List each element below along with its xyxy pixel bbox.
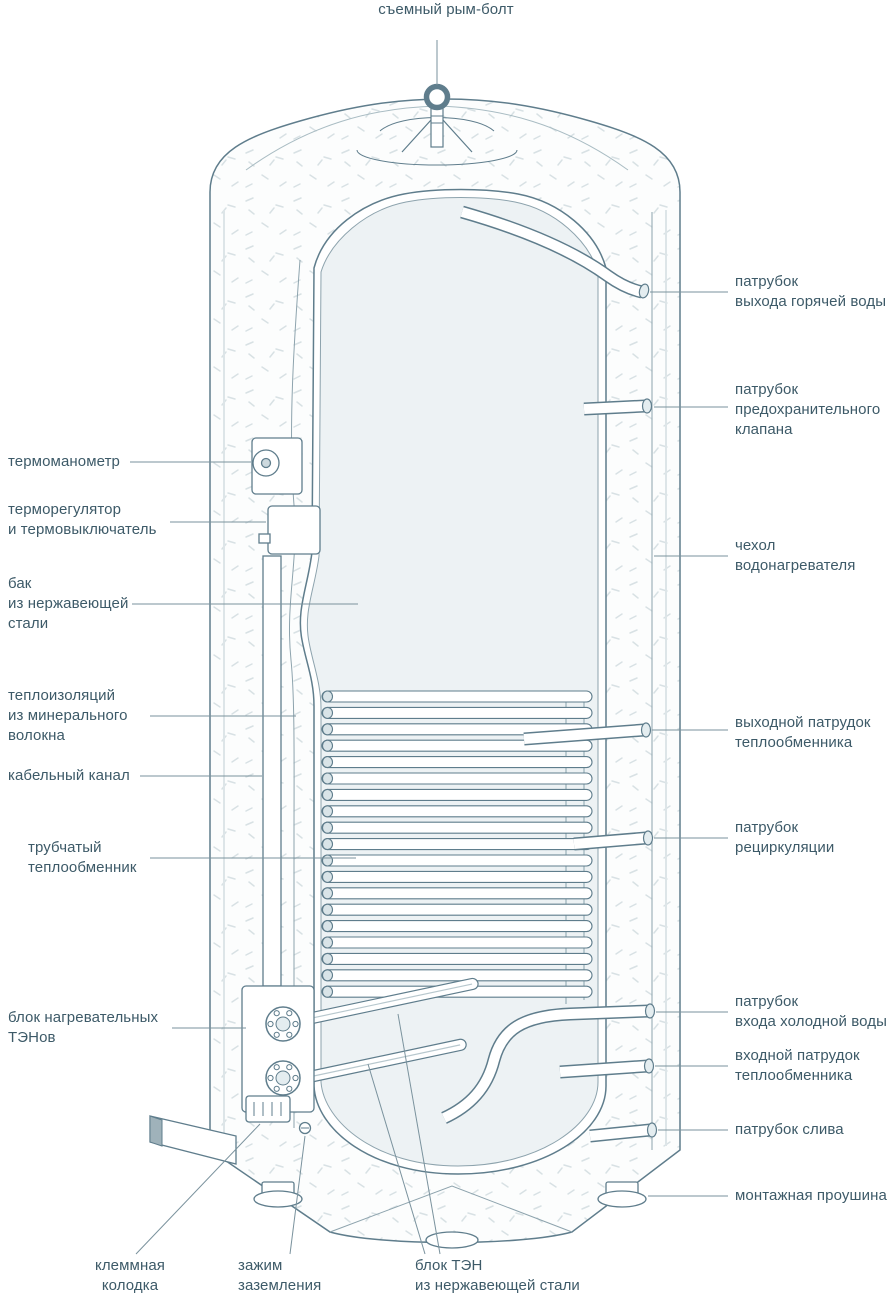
label-thermomanometer: термоманометр [8, 453, 120, 470]
terminal-block [245, 1095, 291, 1123]
label-ground-clamp: зажим заземления [238, 1257, 322, 1294]
eyebolt-drawing [356, 83, 518, 166]
label-mounting-lug: монтажная проушина [735, 1187, 887, 1204]
mounting-feet [253, 1181, 647, 1249]
label-recirculation-pipe: патрубок рециркуляции [735, 819, 835, 856]
inner-tank [289, 188, 653, 1175]
label-safety-valve-pipe: патрубок предохранительного клапана [735, 381, 881, 438]
label-drain-pipe: патрубок слива [735, 1121, 844, 1138]
heating-element-tubes [297, 977, 479, 1085]
heater-flanges [265, 1006, 301, 1096]
terminal-area [149, 1095, 312, 1165]
label-hot-water-outlet: патрубок выхода горячей воды [735, 273, 887, 310]
label-cold-water-inlet: патрубок входа холодной воды [735, 993, 888, 1030]
label-insulation: теплоизоляций из минерального волокна [8, 687, 128, 744]
leader-lines [130, 40, 728, 1255]
label-thermostat: терморегулятор и термовыключатель [8, 501, 157, 538]
pipes [441, 205, 658, 1143]
label-stainless-tank: бак из нержавеющей стали [8, 575, 129, 632]
label-terminal-block: клеммная колодка [95, 1257, 165, 1294]
label-hx-inlet: входной патрудок теплообменника [735, 1047, 860, 1084]
thermostat-box [267, 505, 321, 555]
label-heating-elements-block: блок нагревательных ТЭНов [8, 1009, 159, 1046]
label-eyebolt: съемный рым-болт [378, 1, 514, 18]
label-cable-channel: кабельный канал [8, 767, 130, 784]
label-heating-element-unit: блок ТЭН из нержавеющей стали [415, 1257, 580, 1294]
label-heater-cover: чехол водонагревателя [735, 537, 856, 574]
label-hx-outlet: выходной патрудок теплообменника [735, 714, 871, 751]
label-tubular-heat-exchanger: трубчатый теплообменник [28, 839, 137, 876]
heat-exchanger-coil [321, 690, 593, 1004]
cable-channel [262, 555, 282, 987]
